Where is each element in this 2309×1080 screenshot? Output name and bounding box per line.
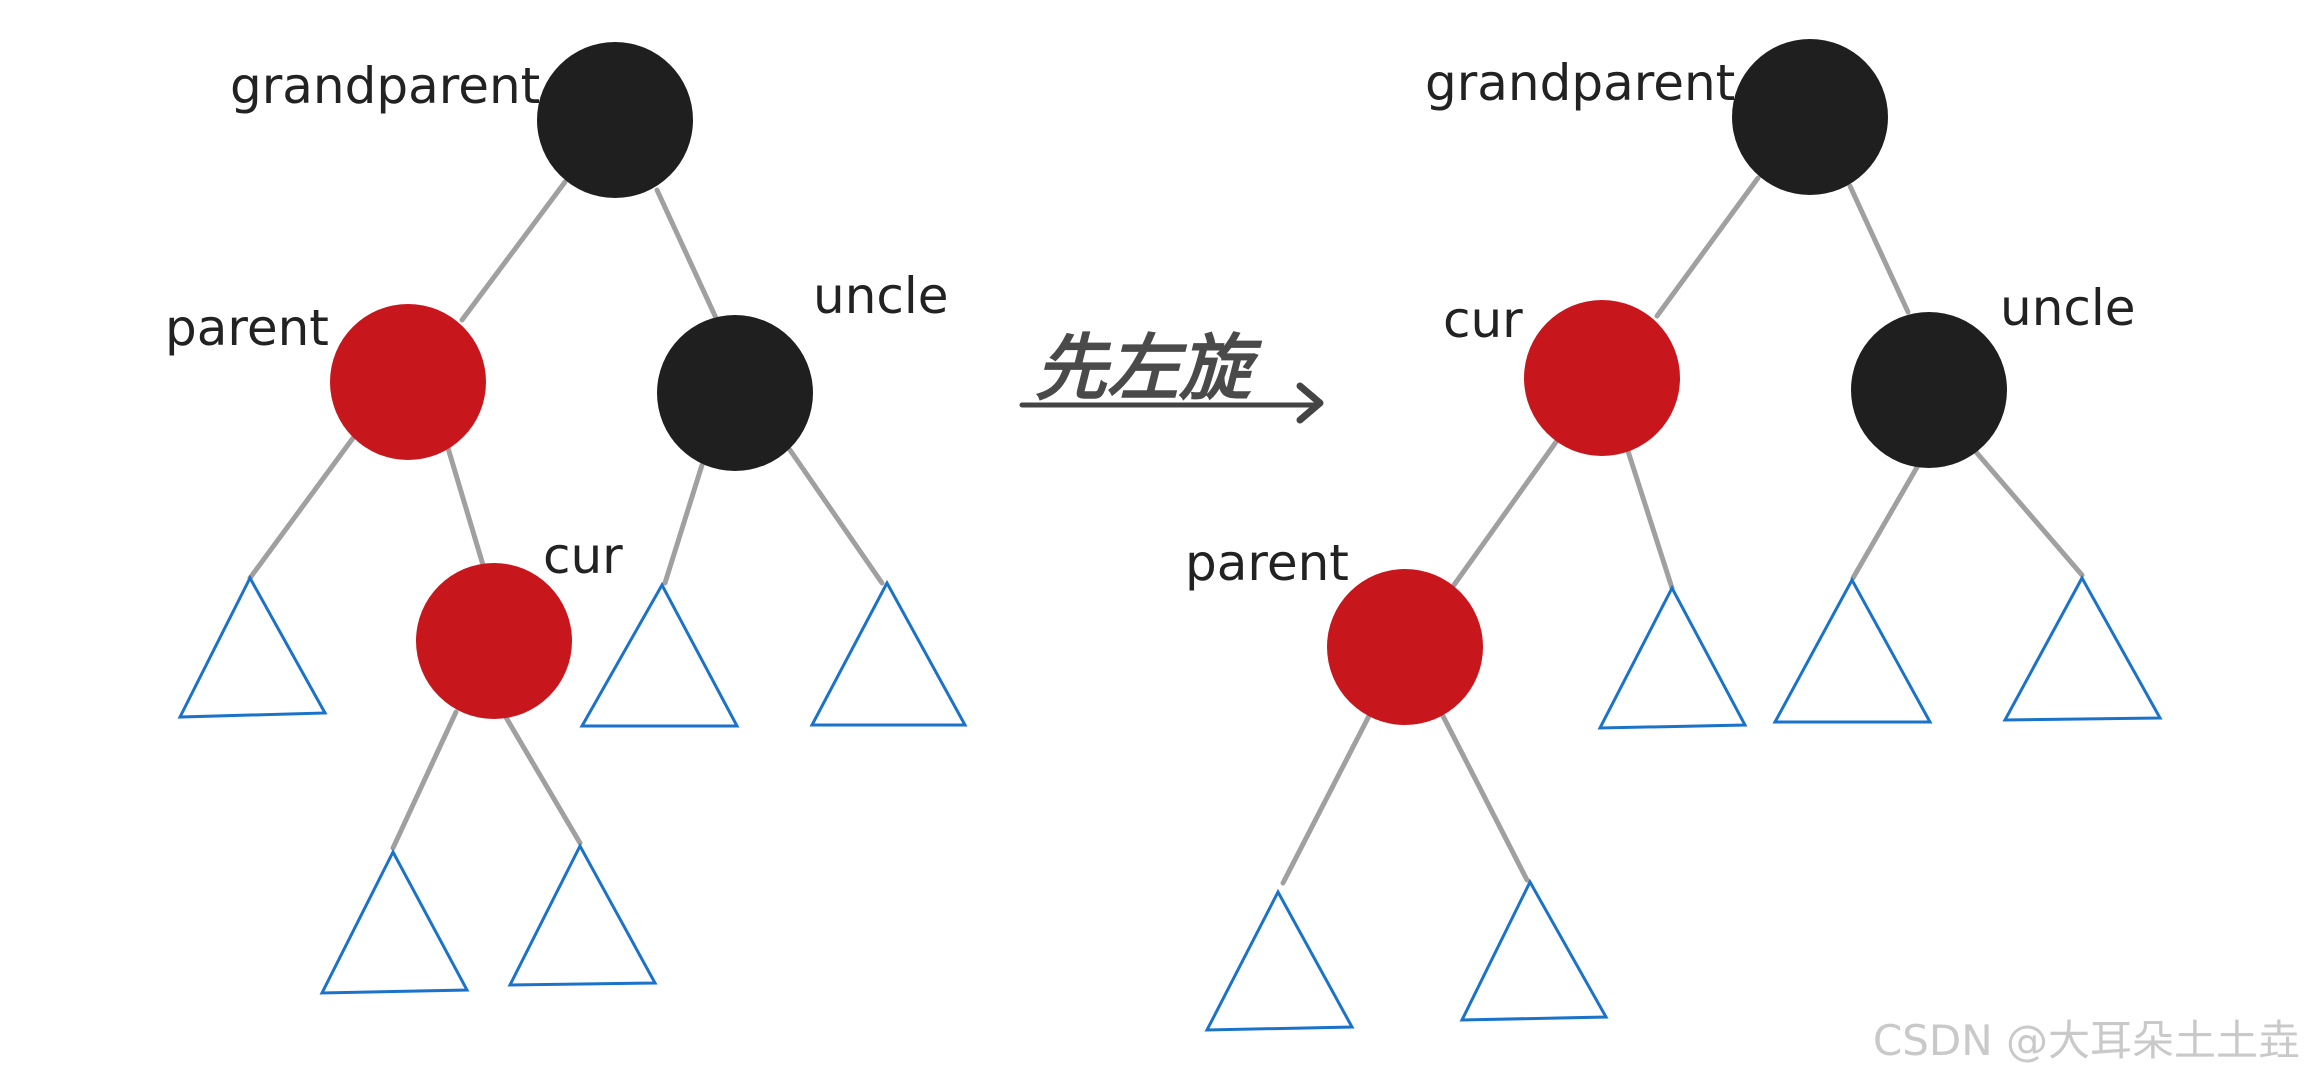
- right-tree-subtrees: [1204, 574, 2163, 1032]
- node-cur: [1524, 300, 1680, 456]
- edge-parent-subtree-left: [1280, 711, 1373, 886]
- edge-parent-cur: [445, 445, 486, 568]
- node-parent: [1327, 569, 1483, 725]
- node-uncle: [657, 315, 813, 471]
- label-cur: cur: [543, 527, 623, 585]
- watermark: CSDN @大耳朵土土垚: [1873, 1016, 2300, 1065]
- label-grandparent: grandparent: [230, 57, 540, 115]
- subtree-triangle: [579, 581, 740, 728]
- label-parent: parent: [1185, 534, 1349, 592]
- edge-cur-parent: [1451, 439, 1559, 588]
- label-cur: cur: [1443, 291, 1523, 349]
- edge-cur-subtree-left: [390, 709, 459, 851]
- left-tree: grandparent parent uncle cur: [165, 42, 968, 995]
- edge-parent-subtree: [247, 435, 356, 581]
- subtree-triangle: [1459, 878, 1609, 1022]
- left-tree-edges: [247, 179, 885, 851]
- edge-parent-subtree-right: [1440, 713, 1530, 883]
- label-uncle: uncle: [2000, 279, 2136, 337]
- node-grandparent: [1732, 39, 1888, 195]
- subtree-triangle: [2002, 574, 2163, 722]
- node-grandparent: [537, 42, 693, 198]
- edge-uncle-subtree-right: [787, 447, 885, 586]
- subtree-triangle: [507, 842, 658, 987]
- edge-grandparent-uncle: [1847, 183, 1911, 315]
- rotation-arrow: 先左旋: [1019, 325, 1324, 424]
- node-uncle: [1851, 312, 2007, 468]
- label-parent: parent: [165, 299, 329, 357]
- subtree-triangle: [1772, 576, 1933, 724]
- edge-uncle-subtree-left: [662, 462, 705, 586]
- subtree-triangle: [1204, 888, 1355, 1032]
- edge-cur-subtree: [1624, 445, 1675, 591]
- edge-grandparent-parent: [459, 179, 568, 323]
- arrow-head: [1296, 382, 1324, 424]
- node-cur: [416, 563, 572, 719]
- right-tree-edges: [1280, 175, 2085, 886]
- subtree-triangle: [319, 848, 470, 995]
- subtree-triangle: [809, 579, 968, 727]
- edge-cur-subtree-right: [501, 711, 583, 846]
- subtree-triangle: [1597, 584, 1748, 730]
- label-grandparent: grandparent: [1425, 54, 1735, 112]
- edge-uncle-subtree-left: [1850, 459, 1923, 581]
- edge-uncle-subtree-right: [1973, 449, 2085, 578]
- subtree-triangle: [177, 574, 328, 719]
- edge-grandparent-cur: [1654, 175, 1761, 319]
- right-tree: grandparent cur uncle parent: [1185, 39, 2163, 1032]
- arrow-label: 先左旋: [1035, 325, 1263, 410]
- left-tree-subtrees: [177, 574, 968, 995]
- edge-grandparent-uncle: [654, 187, 719, 321]
- label-uncle: uncle: [813, 267, 949, 325]
- node-parent: [330, 304, 486, 460]
